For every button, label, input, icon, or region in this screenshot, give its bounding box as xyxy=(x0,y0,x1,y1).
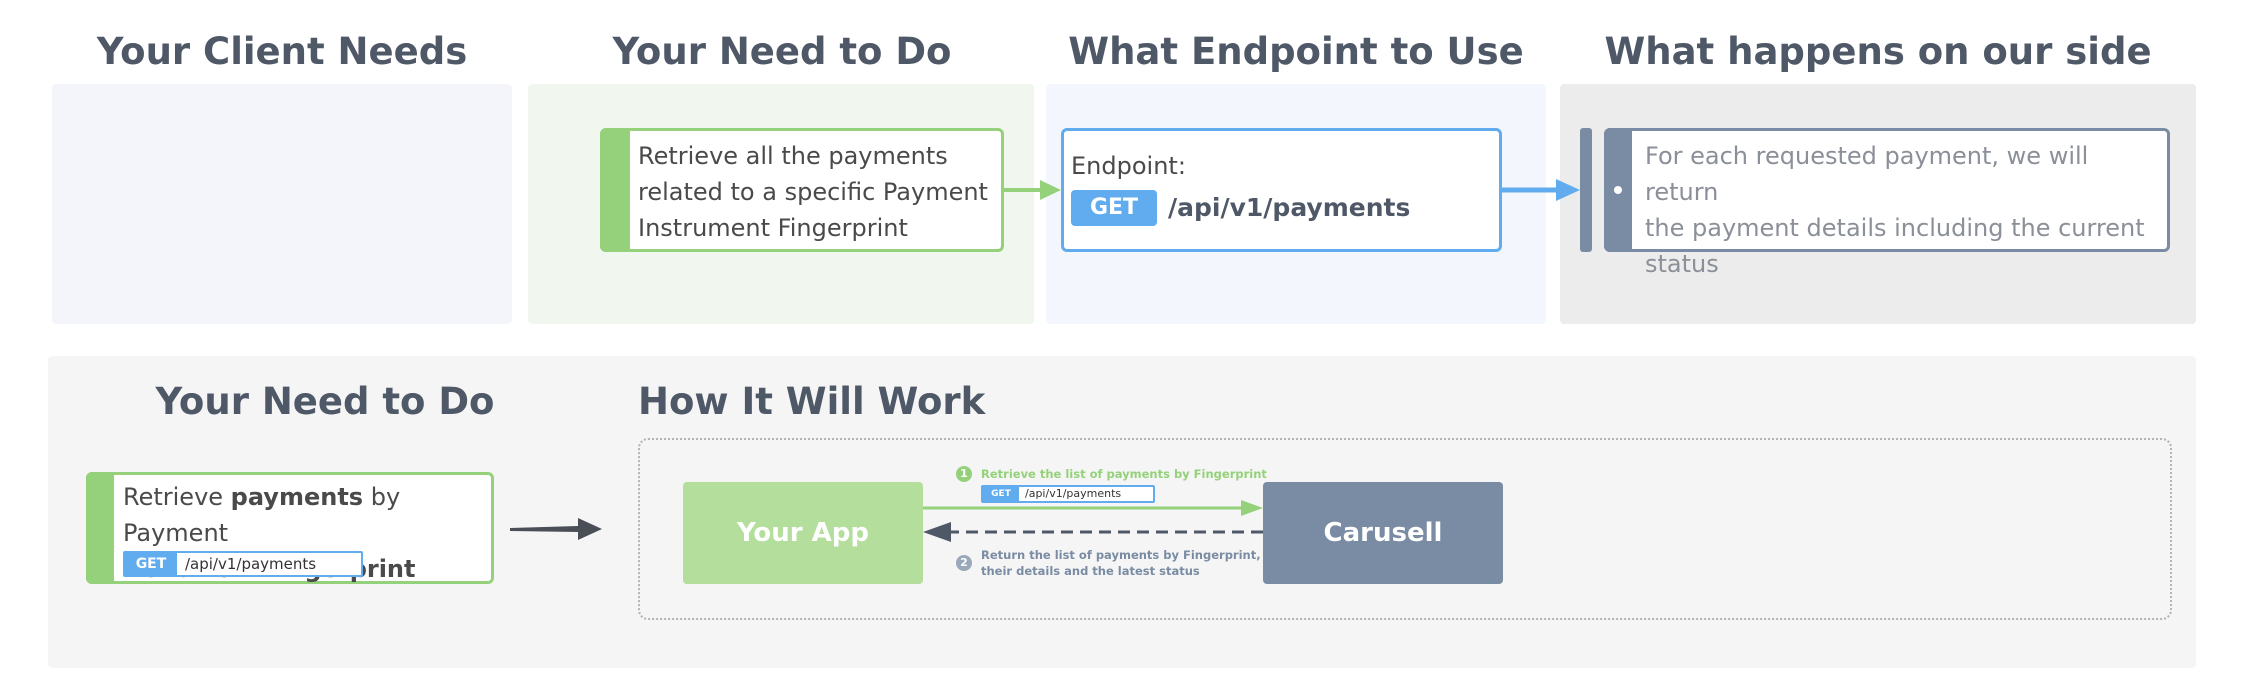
bottom-need-endpoint: GET /api/v1/payments xyxy=(123,551,363,577)
bottom-big-arrow xyxy=(510,518,602,540)
heading-endpoint: What Endpoint to Use xyxy=(1068,30,1524,73)
carusell-label: Carusell xyxy=(1323,518,1443,548)
heading-client-needs: Your Client Needs xyxy=(96,30,468,73)
step-1-path: /api/v1/payments xyxy=(1025,487,1122,500)
need-card-line-1: Retrieve all the payments xyxy=(638,142,948,170)
our-side-line-2: the payment details including the curren… xyxy=(1645,214,2145,242)
need-card-accent xyxy=(600,128,630,252)
our-side-line-3: status xyxy=(1645,250,1719,278)
bottom-need-text-part1: Retrieve xyxy=(123,483,231,511)
our-side-card: For each requested payment, we will retu… xyxy=(1604,128,2170,278)
response-arrowhead xyxy=(923,522,951,542)
step-1-text: Retrieve the list of payments by Fingerp… xyxy=(981,467,1267,481)
bottom-need-line-1: Retrieve payments by Payment xyxy=(123,479,493,551)
our-side-dot xyxy=(1614,186,1622,194)
step-2-line-1: Return the list of payments by Fingerpri… xyxy=(981,548,1261,562)
our-side-text: For each requested payment, we will retu… xyxy=(1645,138,2165,282)
our-side-bar xyxy=(1580,128,1592,252)
endpoint-label: Endpoint: xyxy=(1071,152,1186,180)
bottom-need-card-accent xyxy=(86,472,114,584)
your-app-box: Your App xyxy=(683,482,923,584)
our-side-line-1: For each requested payment, we will retu… xyxy=(1645,142,2089,206)
need-card-line-2: related to a specific Payment xyxy=(638,178,988,206)
need-card: Retrieve all the payments related to a s… xyxy=(600,128,1004,252)
need-card-line-3: Instrument Fingerprint xyxy=(638,214,908,242)
step-1-method-badge: GET xyxy=(983,487,1019,501)
step-1-number: 1 xyxy=(956,466,972,482)
request-arrowhead xyxy=(1241,500,1263,516)
flow-container xyxy=(638,438,2172,620)
top-arrows xyxy=(1004,179,1580,201)
big-arrow-shape xyxy=(510,518,602,540)
step-2-text: Return the list of payments by Fingerpri… xyxy=(981,547,1261,579)
bottom-need-method-badge: GET xyxy=(125,553,177,575)
client-needs-panel xyxy=(52,84,512,324)
need-card-text: Retrieve all the payments related to a s… xyxy=(638,138,998,246)
need-to-endpoint-arrowhead xyxy=(1040,180,1061,200)
heading-how-it-works: How It Will Work xyxy=(638,380,986,423)
your-app-label: Your App xyxy=(736,518,870,548)
heading-need-to-do: Your Need to Do xyxy=(612,30,952,73)
step-2-line-2: their details and the latest status xyxy=(981,564,1200,578)
endpoint-path: /api/v1/payments xyxy=(1168,193,1411,222)
endpoint-to-our-side-arrowhead xyxy=(1556,179,1580,201)
bottom-need-text-bold1: payments xyxy=(230,483,364,511)
heading-bottom-need-to-do: Your Need to Do xyxy=(155,380,495,423)
endpoint-card: Endpoint: GET /api/v1/payments xyxy=(1061,128,1502,252)
carusell-box: Carusell xyxy=(1263,482,1503,584)
endpoint-method-badge: GET xyxy=(1071,190,1157,226)
bottom-need-path: /api/v1/payments xyxy=(185,555,317,573)
step-2-number: 2 xyxy=(956,555,972,571)
bottom-need-card: Retrieve payments by Payment Instrument … xyxy=(86,472,494,584)
bottom-need-text-part2: by Payment xyxy=(123,483,401,547)
step-1-endpoint: GET /api/v1/payments xyxy=(981,485,1155,503)
heading-our-side: What happens on our side xyxy=(1604,30,2152,73)
